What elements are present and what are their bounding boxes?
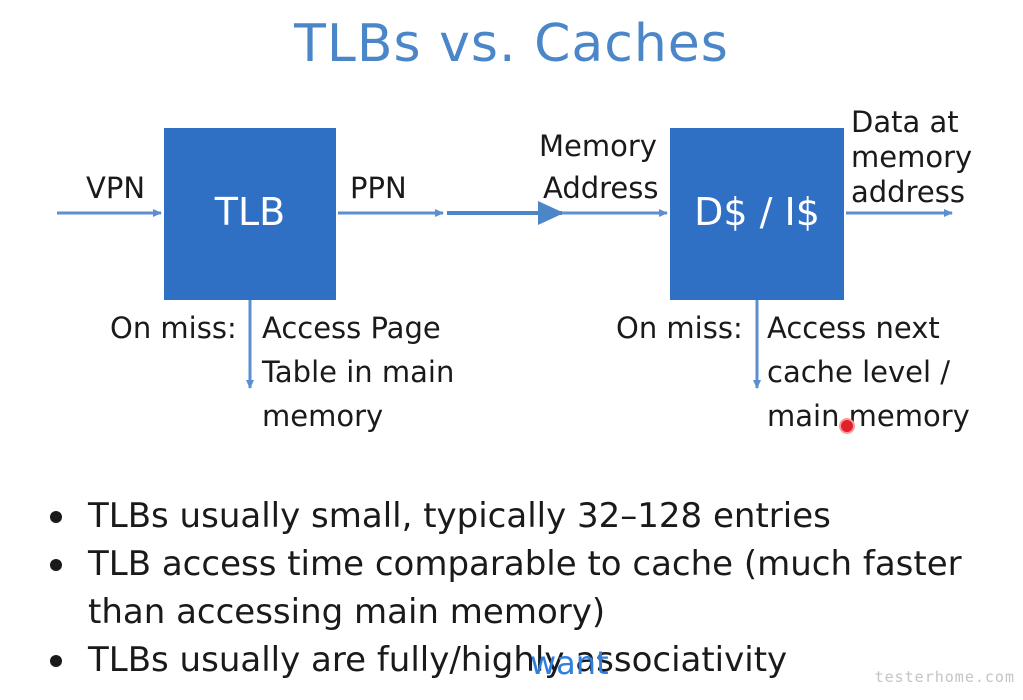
data-out-line-3: address (851, 175, 965, 209)
vpn-label: VPN (86, 171, 146, 205)
data-out-line-1: Data at (851, 105, 959, 139)
cache-miss-line-3: main memory (767, 399, 970, 433)
tlb-label: TLB (214, 190, 286, 234)
bullet-item: TLBs usually small, typically 32–128 ent… (40, 492, 1020, 540)
cache-miss-line-1: Access next (767, 311, 940, 345)
memory-address-line-2: Address (543, 171, 659, 205)
slide-title: TLBs vs. Caches (294, 14, 729, 74)
cache-label: D$ / I$ (694, 190, 820, 234)
tlb-miss-line-2: Table in main (262, 355, 455, 389)
data-out-line-2: memory (851, 140, 973, 174)
tlb-miss-line-3: memory (262, 399, 384, 433)
cache-miss-line-2: cache level / (767, 355, 951, 389)
cache-miss-label: On miss: (616, 311, 743, 345)
ppn-label: PPN (350, 171, 407, 205)
tlb-miss-label: On miss: (110, 311, 237, 345)
tlb-miss-line-1: Access Page (262, 311, 441, 345)
memory-address-line-1: Memory (539, 129, 657, 163)
bullet-list: TLBs usually small, typically 32–128 ent… (40, 492, 1020, 684)
bullet-item: TLBs usually are fully/highly associativ… (40, 636, 1020, 684)
bullet-item: TLB access time comparable to cache (muc… (40, 540, 1020, 636)
watermark: testerhome.com (874, 668, 1015, 686)
tlb-box (164, 128, 336, 300)
pointer-dot-icon (839, 418, 855, 434)
video-subtitle: want (530, 644, 609, 682)
cache-box (670, 128, 844, 300)
